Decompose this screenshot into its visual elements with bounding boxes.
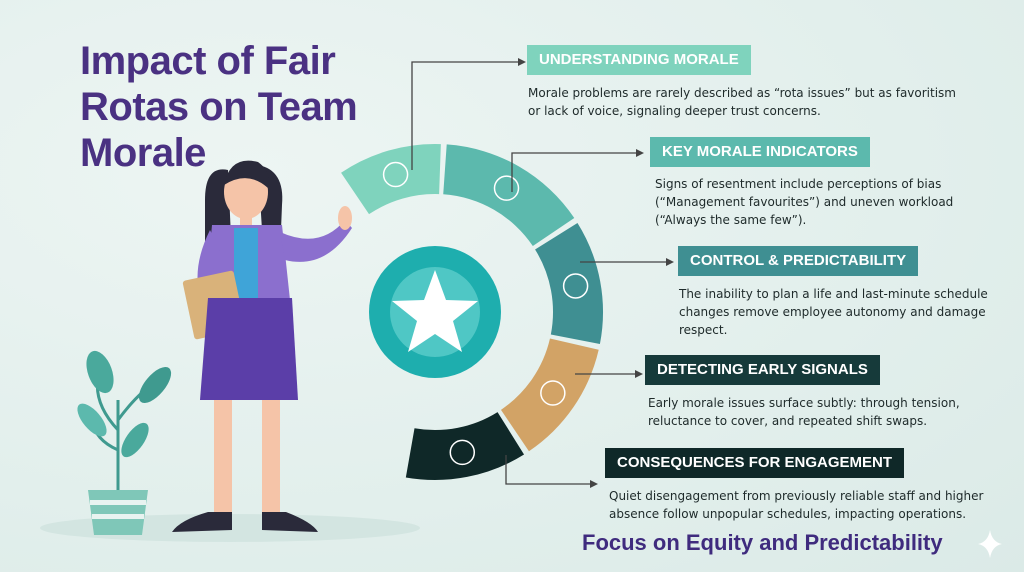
connector-lines [411, 61, 666, 485]
hands-check-icon [493, 175, 520, 201]
sos-phone-icon [449, 439, 476, 466]
ring-segment-3 [535, 222, 604, 345]
ring-segment-1 [341, 144, 441, 215]
page-title: Impact of Fair Rotas on Team Morale [80, 39, 358, 175]
woman-illustration [172, 160, 352, 532]
heading-control-predictability: CONTROL & PREDICTABILITY [678, 246, 919, 276]
ring-segment-4 [500, 338, 599, 452]
desc-detecting-early-signals: Early morale issues surface subtly: thro… [648, 396, 960, 428]
clock-down-icon [540, 380, 566, 406]
broken-chain-icon [562, 273, 589, 299]
heading-understanding-morale: UNDERSTANDING MORALE [527, 45, 751, 75]
ring-segment-2 [443, 144, 575, 247]
segmented-ring [341, 144, 604, 480]
heading-consequences-engagement: CONSEQUENCES FOR ENGAGEMENT [605, 448, 905, 478]
star-icon [392, 270, 478, 352]
ring-segment-5 [405, 412, 525, 480]
footer-tagline: Focus on Equity and Predictability [582, 530, 943, 555]
desc-key-morale-indicators: Signs of resentment include perceptions … [655, 177, 954, 227]
handshake-icon [382, 161, 409, 188]
heading-detecting-early-signals: DETECTING EARLY SIGNALS [645, 355, 880, 385]
heading-key-morale-indicators: KEY MORALE INDICATORS [650, 137, 870, 167]
desc-control-predictability: The inability to plan a life and last-mi… [679, 287, 988, 337]
sparkle-icon [978, 530, 1002, 558]
plant-icon [77, 350, 172, 535]
desc-consequences-engagement: Quiet disengagement from previously reli… [609, 489, 984, 521]
desc-understanding-morale: Morale problems are rarely described as … [528, 86, 956, 118]
